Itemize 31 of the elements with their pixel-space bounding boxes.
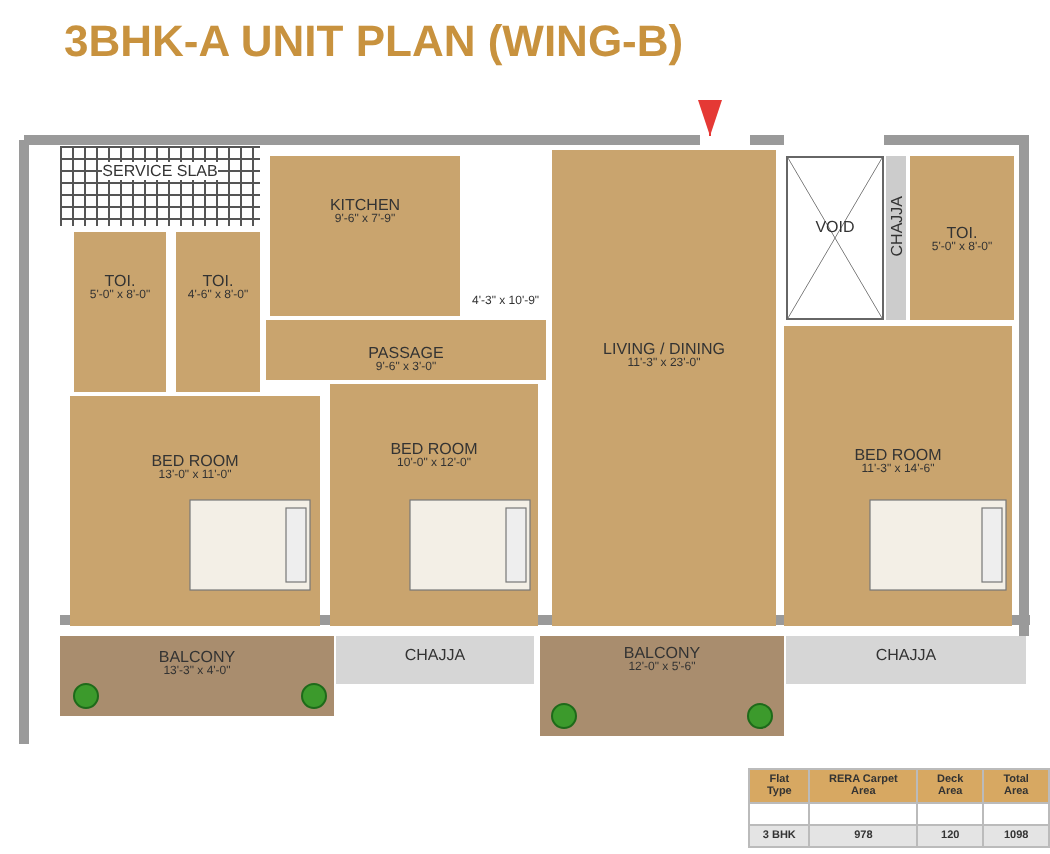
plan-title: 3BHK-A UNIT PLAN (WING-B) xyxy=(64,16,684,68)
toilet-area xyxy=(74,232,166,392)
room-name: BALCONY xyxy=(158,648,236,666)
room-name: TOI. xyxy=(104,272,136,290)
balcony-area xyxy=(540,636,784,736)
room-name: CHAJJA xyxy=(875,646,937,664)
chajja-area xyxy=(786,636,1026,684)
room-name: BED ROOM xyxy=(151,452,239,470)
chajja-area xyxy=(886,156,906,320)
balcony-area xyxy=(60,636,334,716)
entry-arrow xyxy=(698,100,722,137)
chajja-area xyxy=(336,636,534,684)
room-name: BED ROOM xyxy=(390,440,478,458)
room-name: BALCONY xyxy=(623,644,701,662)
room-name: CHAJJA xyxy=(404,646,466,664)
room-name: LIVING / DINING xyxy=(603,340,725,358)
room-name: VOID xyxy=(815,218,855,236)
kitchen-area xyxy=(270,156,460,316)
room-name: TOI. xyxy=(946,224,978,242)
room-name: BED ROOM xyxy=(854,446,942,464)
room-name: SERVICE SLAB xyxy=(102,162,218,180)
toilet-area xyxy=(910,156,1014,320)
slab-area xyxy=(60,146,260,226)
living-room-area xyxy=(552,150,776,626)
toilet-area xyxy=(176,232,260,392)
room-name: TOI. xyxy=(202,272,234,290)
room-name: PASSAGE xyxy=(368,344,444,362)
room-name: KITCHEN xyxy=(329,196,401,214)
void-area xyxy=(786,156,884,320)
room-name: CHAJJA xyxy=(887,196,905,257)
passage-area xyxy=(266,320,546,380)
